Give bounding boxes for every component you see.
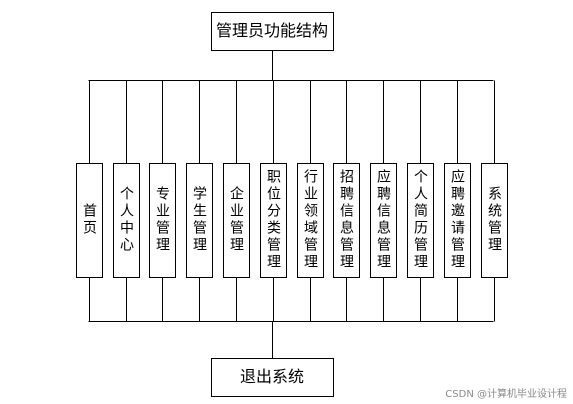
module-label-text: 系统管理 [486,186,502,254]
module-label-11: 系统管理 [481,163,507,277]
module-shapes [76,80,508,322]
module-label-9: 个人简历管理 [407,163,433,277]
module-label-text: 应聘邀请管理 [449,169,465,271]
module-box [370,163,397,278]
module-label-text: 个人简历管理 [412,169,428,271]
module-box [297,163,324,278]
logout-node-label: 退出系统 [239,367,304,386]
module-label-10: 应聘邀请管理 [444,163,470,277]
module-label-3: 学生管理 [186,163,212,277]
module-label-6: 行业领域管理 [297,163,323,277]
module-box [333,163,360,278]
module-box [407,163,434,278]
module-label-2: 专业管理 [149,163,175,277]
module-box [186,163,213,278]
module-label-7: 招聘信息管理 [333,163,359,277]
module-box [149,163,176,278]
diagram-title: 管理员功能结构 [215,21,328,40]
module-box [444,163,471,278]
module-label-text: 个人中心 [118,186,134,254]
module-label-text: 应聘信息管理 [375,169,391,271]
module-label-text: 行业领域管理 [302,169,318,271]
module-label-text: 企业管理 [228,186,244,254]
module-label-text: 学生管理 [191,186,207,254]
module-box [223,163,250,278]
module-box [481,163,508,278]
module-label-4: 企业管理 [223,163,249,277]
module-label-0: 首页 [76,163,102,277]
module-label-text: 首页 [81,203,97,237]
module-label-5: 职位分类管理 [260,163,286,277]
csdn-watermark: CSDN @计算机毕业设计程 [445,389,567,400]
module-label-8: 应聘信息管理 [370,163,396,277]
bottom-node-box [211,358,334,397]
module-label-text: 专业管理 [154,186,170,254]
module-label-text: 招聘信息管理 [338,169,354,271]
module-label-1: 个人中心 [113,163,139,277]
top-node-box [211,12,334,51]
module-label-text: 职位分类管理 [265,169,281,271]
module-box [260,163,287,278]
